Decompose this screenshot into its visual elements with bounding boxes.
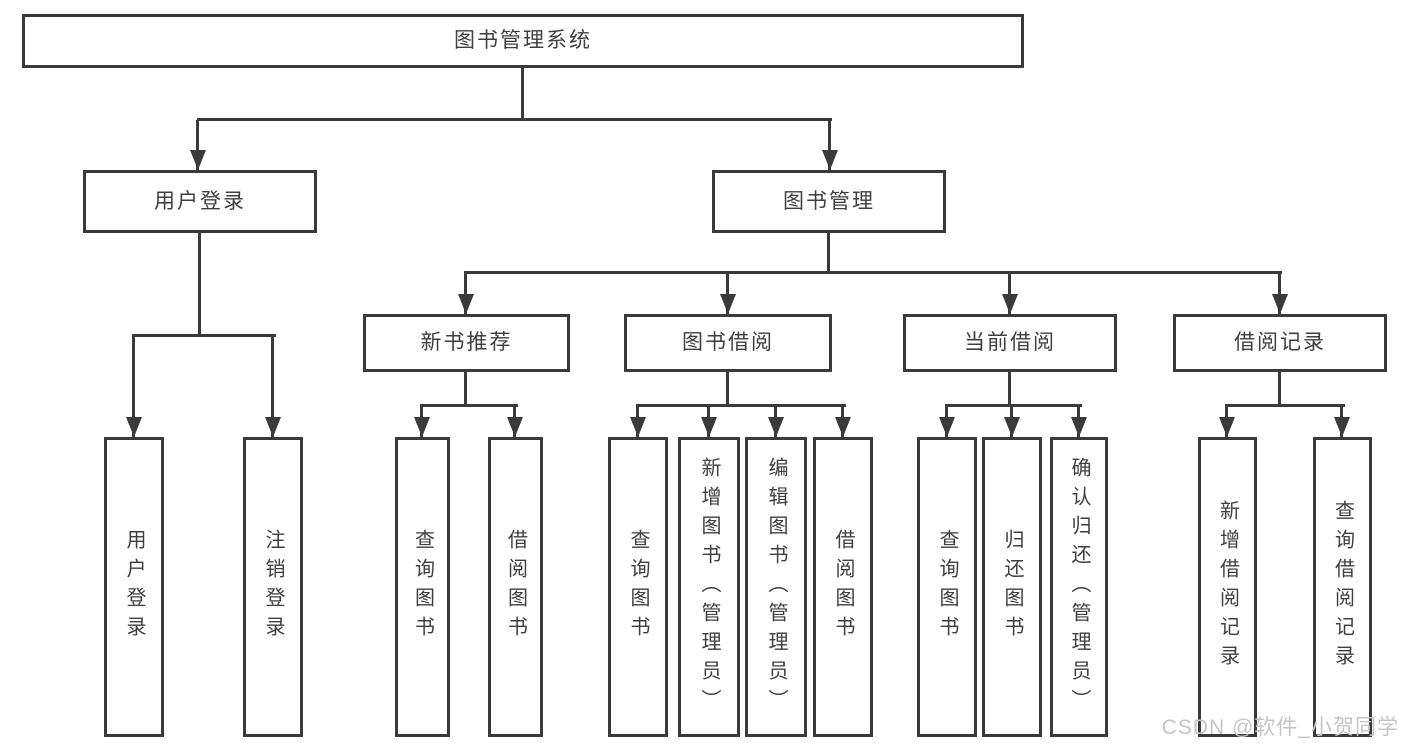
connector-line xyxy=(1278,372,1281,407)
connector-arrow-down-icon xyxy=(464,273,467,314)
connector-line xyxy=(198,233,201,337)
connector-arrow-down-icon xyxy=(513,406,516,437)
connector-arrow-down-icon xyxy=(636,406,639,437)
leaf-borrow-books-recommend: 借阅图书 xyxy=(488,437,543,737)
connector-arrow-down-icon xyxy=(132,336,135,437)
node-book-borrowing: 图书借阅 xyxy=(624,314,832,372)
node-user-login: 用户登录 xyxy=(83,170,317,233)
connector-arrow-down-icon xyxy=(271,336,274,437)
leaf-borrow-books: 借阅图书 xyxy=(813,437,873,737)
leaf-query-books-current: 查询图书 xyxy=(917,437,977,737)
connector-line xyxy=(420,404,518,407)
connector-arrow-down-icon xyxy=(420,406,423,437)
leaf-add-books-admin: 新增图书（管理员） xyxy=(678,437,740,737)
leaf-confirm-return-admin: 确认归还（管理员） xyxy=(1050,437,1108,737)
connector-arrow-down-icon xyxy=(707,406,710,437)
connector-line xyxy=(132,334,276,337)
leaf-user-login: 用户登录 xyxy=(104,437,164,737)
connector-line xyxy=(636,404,846,407)
connector-line xyxy=(827,233,830,274)
leaf-return-books: 归还图书 xyxy=(982,437,1042,737)
node-borrowing-records: 借阅记录 xyxy=(1173,314,1387,372)
leaf-query-books-recommend: 查询图书 xyxy=(395,437,450,737)
connector-line xyxy=(1225,404,1345,407)
connector-line xyxy=(197,118,832,121)
connector-arrow-down-icon xyxy=(1278,273,1281,314)
connector-arrow-down-icon xyxy=(774,406,777,437)
node-current-borrowing: 当前借阅 xyxy=(903,314,1117,372)
connector-arrow-down-icon xyxy=(1340,406,1343,437)
connector-arrow-down-icon xyxy=(196,120,199,170)
node-book-management: 图书管理 xyxy=(712,170,946,233)
connector-arrow-down-icon xyxy=(726,273,729,314)
connector-arrow-down-icon xyxy=(841,406,844,437)
connector-line xyxy=(464,271,1282,274)
leaf-add-borrow-record: 新增借阅记录 xyxy=(1198,437,1257,737)
connector-arrow-down-icon xyxy=(1077,406,1080,437)
connector-arrow-down-icon xyxy=(1008,273,1011,314)
connector-arrow-down-icon xyxy=(1010,406,1013,437)
connector-line xyxy=(521,68,524,121)
connector-arrow-down-icon xyxy=(1225,406,1228,437)
connector-line xyxy=(1008,372,1011,407)
leaf-edit-books-admin: 编辑图书（管理员） xyxy=(745,437,807,737)
leaf-query-borrow-record: 查询借阅记录 xyxy=(1313,437,1372,737)
watermark: CSDN @软件_小贺同学 xyxy=(1161,716,1399,739)
leaf-query-books-borrow: 查询图书 xyxy=(608,437,668,737)
node-library-management-system: 图书管理系统 xyxy=(22,14,1024,68)
leaf-logout: 注销登录 xyxy=(243,437,303,737)
connector-line xyxy=(464,372,467,407)
connector-line xyxy=(945,404,1082,407)
connector-line xyxy=(726,372,729,407)
connector-arrow-down-icon xyxy=(828,120,831,170)
node-new-book-recommendation: 新书推荐 xyxy=(363,314,570,372)
connector-arrow-down-icon xyxy=(945,406,948,437)
